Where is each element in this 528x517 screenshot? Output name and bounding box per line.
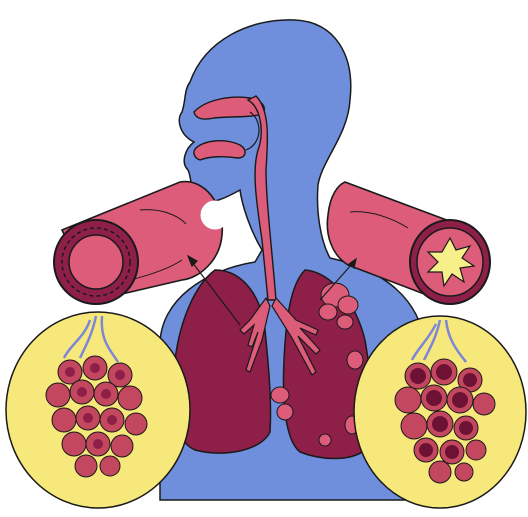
oral-cavity <box>194 141 245 160</box>
right-alveoli-inset <box>354 316 526 508</box>
left-tube-end <box>201 201 229 229</box>
left-inset-background <box>6 312 190 508</box>
left-alveoli-inset <box>6 312 190 508</box>
left-tube-lumen <box>69 235 123 289</box>
